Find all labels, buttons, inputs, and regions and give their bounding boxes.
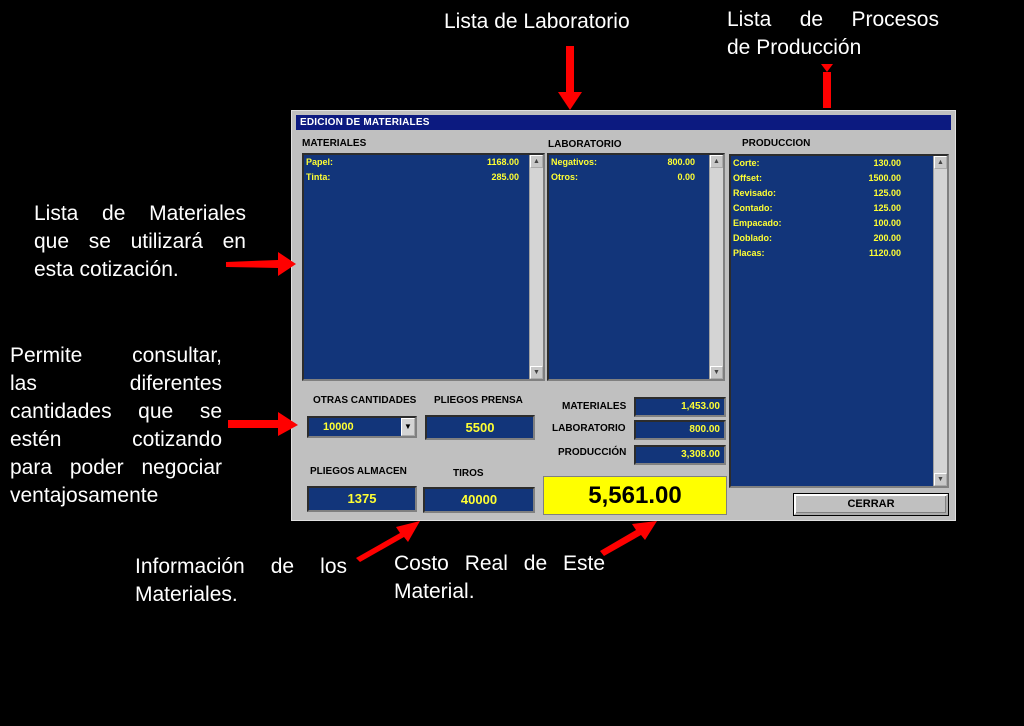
list-item-name: Doblado: <box>733 233 772 243</box>
list-item-value: 125.00 <box>873 188 901 198</box>
list-item-value: 125.00 <box>873 203 901 213</box>
list-item-name: Negativos: <box>551 157 598 167</box>
annotation-informacion: Información de los Materiales. <box>135 553 347 609</box>
list-item[interactable]: Corte: 130.00 <box>731 156 947 171</box>
scroll-up-icon[interactable]: ▲ <box>530 155 543 168</box>
annotation-cantidades-line: las diferentes <box>10 372 222 395</box>
pliegos-prensa-field[interactable]: 5500 <box>425 415 535 440</box>
list-item[interactable]: Doblado: 200.00 <box>731 231 947 246</box>
list-item-value: 1500.00 <box>868 173 901 183</box>
list-item-value: 1120.00 <box>868 248 901 258</box>
annotation-costo: Costo Real de Este Material. <box>394 550 605 606</box>
list-item-name: Papel: <box>306 157 334 167</box>
materiales-list[interactable]: Papel: 1168.00 Tinta: 285.00 ▲ ▼ <box>302 153 545 381</box>
materiales-label: MATERIALES <box>302 138 367 149</box>
arrow-up-right-icon <box>600 521 657 556</box>
total-produccion-field: 3,308.00 <box>634 445 726 465</box>
arrow-right-icon <box>226 252 296 276</box>
pliegos-almacen-field[interactable]: 1375 <box>307 486 417 512</box>
laboratorio-label: LABORATORIO <box>548 139 622 150</box>
list-item[interactable]: Otros: 0.00 <box>549 170 723 185</box>
annotation-materiales-line: que se utilizará en <box>34 230 246 253</box>
list-item-name: Revisado: <box>733 188 777 198</box>
annotation-cantidades: Permite consultar, las diferentes cantid… <box>10 342 222 510</box>
annotation-costo-line: Costo Real de Este <box>394 552 605 575</box>
list-item-name: Empacado: <box>733 218 782 228</box>
produccion-list[interactable]: Corte: 130.00 Offset: 1500.00 Revisado: … <box>729 154 949 488</box>
list-item-value: 200.00 <box>873 233 901 243</box>
list-item-name: Contado: <box>733 203 773 213</box>
list-item[interactable]: Revisado: 125.00 <box>731 186 947 201</box>
total-produccion-label: PRODUCCIÓN <box>558 447 627 458</box>
produccion-scrollbar[interactable]: ▲ ▼ <box>933 156 947 486</box>
edicion-materiales-window: EDICION DE MATERIALES MATERIALES Papel: … <box>291 110 956 521</box>
list-item[interactable]: Papel: 1168.00 <box>304 155 543 170</box>
arrow-down-icon <box>558 46 582 110</box>
annotation-produccion-line: Lista de Procesos <box>727 8 939 31</box>
annotation-cantidades-line: para poder negociar <box>10 456 222 479</box>
list-item[interactable]: Offset: 1500.00 <box>731 171 947 186</box>
tiros-field[interactable]: 40000 <box>423 487 535 513</box>
list-item[interactable]: Tinta: 285.00 <box>304 170 543 185</box>
pliegos-almacen-label: PLIEGOS ALMACEN <box>310 466 407 477</box>
list-item-value: 285.00 <box>491 172 519 182</box>
annotation-informacion-line: Materiales. <box>135 583 238 606</box>
list-item-name: Otros: <box>551 172 578 182</box>
scroll-up-icon[interactable]: ▲ <box>710 155 723 168</box>
scroll-up-icon[interactable]: ▲ <box>934 156 947 169</box>
close-button[interactable]: CERRAR <box>794 494 948 515</box>
otras-cantidades-value: 10000 <box>323 421 354 433</box>
annotation-informacion-line: Información de los <box>135 555 347 578</box>
produccion-label: PRODUCCION <box>742 138 811 149</box>
arrow-up-right-icon <box>356 521 420 562</box>
otras-cantidades-label: OTRAS CANTIDADES <box>313 395 417 406</box>
list-item-name: Placas: <box>733 248 765 258</box>
total-cost: 5,561.00 <box>543 476 727 515</box>
arrow-right-icon <box>228 412 298 436</box>
scroll-down-icon[interactable]: ▼ <box>710 366 723 379</box>
annotation-cantidades-line: cantidades que se <box>10 400 222 423</box>
tiros-label: TIROS <box>453 468 484 479</box>
total-materiales-label: MATERIALES <box>562 401 627 412</box>
list-item-value: 0.00 <box>677 172 695 182</box>
total-laboratorio-label: LABORATORIO <box>552 423 626 434</box>
total-materiales-field: 1,453.00 <box>634 397 726 417</box>
list-item[interactable]: Empacado: 100.00 <box>731 216 947 231</box>
list-item-value: 1168.00 <box>486 157 519 167</box>
annotation-materiales-line: Lista de Materiales <box>34 202 246 225</box>
annotation-laboratorio-text: Lista de Laboratorio <box>444 10 630 33</box>
list-item-name: Corte: <box>733 158 760 168</box>
annotation-produccion: Lista de Procesos de Producción <box>727 6 939 62</box>
annotation-cantidades-line: ventajosamente <box>10 484 159 507</box>
list-item[interactable]: Placas: 1120.00 <box>731 246 947 261</box>
laboratorio-list[interactable]: Negativos: 800.00 Otros: 0.00 ▲ ▼ <box>547 153 725 381</box>
otras-cantidades-select[interactable]: 10000 ▼ <box>307 416 417 438</box>
materiales-scrollbar[interactable]: ▲ ▼ <box>529 155 543 379</box>
laboratorio-scrollbar[interactable]: ▲ ▼ <box>709 155 723 379</box>
annotation-cantidades-line: estén cotizando <box>10 428 222 451</box>
scroll-down-icon[interactable]: ▼ <box>530 366 543 379</box>
annotation-produccion-line: de Producción <box>727 36 862 59</box>
window-title: EDICION DE MATERIALES <box>296 115 951 130</box>
list-item[interactable]: Negativos: 800.00 <box>549 155 723 170</box>
total-laboratorio-field: 800.00 <box>634 420 726 440</box>
annotation-materiales-line: esta cotización. <box>34 258 179 281</box>
arrow-down-icon <box>821 64 833 108</box>
list-item-name: Tinta: <box>306 172 331 182</box>
list-item-value: 100.00 <box>873 218 901 228</box>
annotation-materiales: Lista de Materiales que se utilizará en … <box>34 200 246 284</box>
list-item-value: 130.00 <box>873 158 901 168</box>
list-item[interactable]: Contado: 125.00 <box>731 201 947 216</box>
list-item-value: 800.00 <box>667 157 695 167</box>
annotation-laboratorio: Lista de Laboratorio <box>444 8 630 36</box>
annotation-costo-line: Material. <box>394 580 475 603</box>
list-item-name: Offset: <box>733 173 762 183</box>
scroll-down-icon[interactable]: ▼ <box>934 473 947 486</box>
chevron-down-icon[interactable]: ▼ <box>401 418 415 436</box>
annotation-cantidades-line: Permite consultar, <box>10 344 222 367</box>
pliegos-prensa-label: PLIEGOS PRENSA <box>434 395 523 406</box>
